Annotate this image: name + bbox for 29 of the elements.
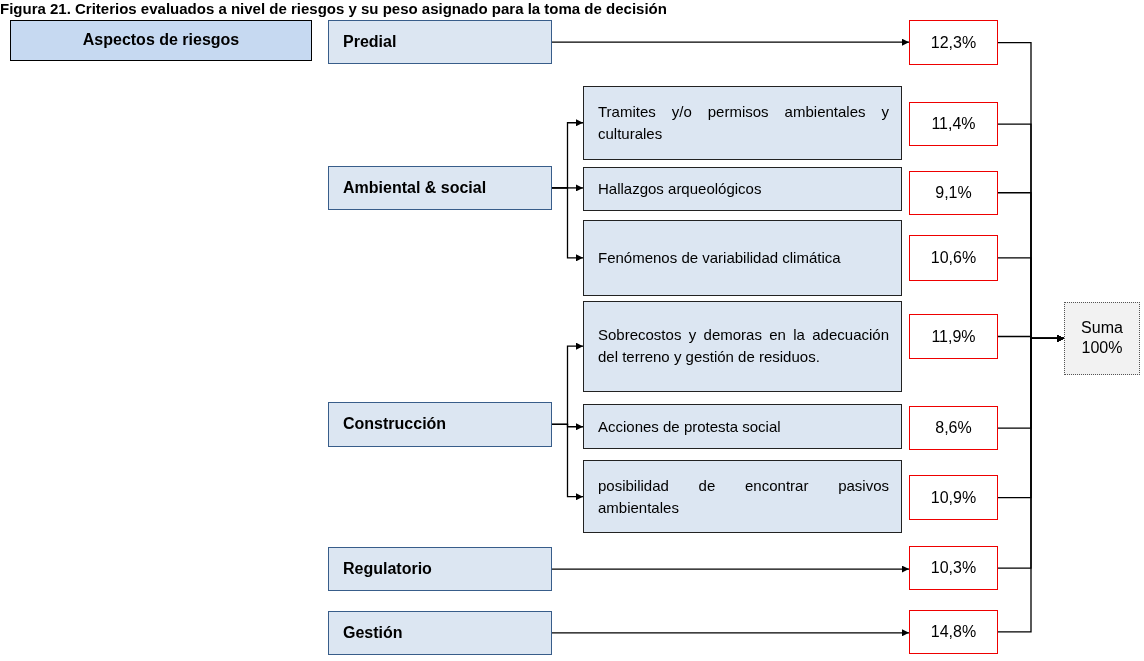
category-box: Predial (328, 20, 552, 65)
total-box: Suma 100% (1064, 301, 1140, 376)
figure-title: Figura 21. Criterios evaluados a nivel de riesgos y su peso asignado para la toma de decisión (0, 0, 667, 17)
weight-box: 12,3% (909, 20, 998, 66)
weight-box: 8,6% (909, 406, 998, 451)
criterion-box: Tramites y/o permisos ambientales y culturales (583, 85, 902, 160)
weight-box: 10,9% (909, 475, 998, 520)
category-box: Regulatorio (328, 546, 552, 592)
criterion-box: Fenómenos de variabilidad climática (583, 219, 902, 296)
criterion-box: Acciones de protesta social (583, 404, 902, 450)
weight-box: 10,6% (909, 235, 998, 281)
weight-box: 10,3% (909, 545, 998, 591)
arrow (551, 38, 910, 46)
arrow (551, 187, 584, 262)
arrow (551, 629, 910, 637)
criterion-box: Sobrecostos y demoras en la adecuación del terreno y gestión de residuos. (583, 300, 902, 392)
weight-box: 9,1% (909, 170, 998, 215)
category-box: Gestión (328, 610, 552, 655)
arrow (997, 334, 1065, 633)
arrow (551, 565, 910, 573)
weight-box: 14,8% (909, 609, 998, 654)
weight-box: 11,4% (909, 102, 998, 147)
arrow (551, 423, 584, 501)
weight-box: 11,9% (909, 314, 998, 359)
header-box: Aspectos de riesgos (10, 20, 312, 61)
category-box: Ambiental & social (328, 165, 552, 211)
category-box: Construcción (328, 402, 552, 447)
criterion-box: posibilidad de encontrar pasivos ambientales (583, 460, 902, 534)
criterion-box: Hallazgos arqueológicos (583, 166, 902, 212)
